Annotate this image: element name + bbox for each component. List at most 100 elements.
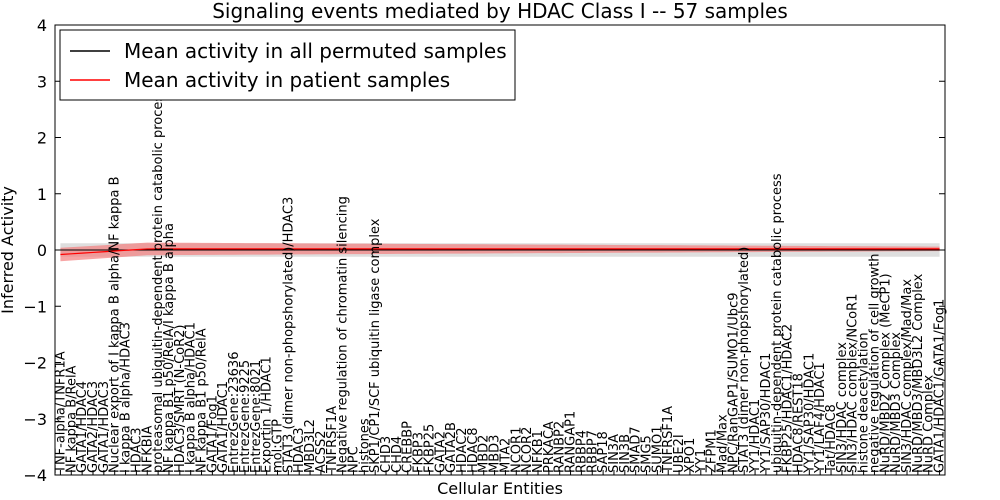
x-tick-label: FKBP25 xyxy=(422,424,437,473)
x-tick-label: SKP1/CP1/SCF ubiquitin ligase complex xyxy=(368,218,383,473)
x-tick-label: RBBP7 xyxy=(585,430,600,473)
x-tick-label: proteasomal ubiquitin-dependent protein … xyxy=(151,88,166,473)
y-tick-label: −1 xyxy=(23,297,47,316)
x-tick-label: FKBP25/HDAC1/HDAC2 xyxy=(781,324,796,473)
x-tick-label: ACSS2 xyxy=(314,430,329,473)
x-tick-label: CREBBP xyxy=(401,421,416,473)
x-tick-label: NuRD/MBD2 Complex (MeCP1) xyxy=(878,273,893,473)
x-tick-label: SIN3/HDAC complex xyxy=(835,342,850,473)
x-tick-label: GATA2/HDAC3 xyxy=(86,381,101,473)
x-tick-label: PRKACA xyxy=(542,421,557,473)
legend-box xyxy=(59,29,516,101)
x-tick-label: GATA1/HDAC1/GATA1/Fog1 xyxy=(933,299,948,473)
x-tick-label: STAT3 (dimer non-phopshorylated) xyxy=(737,247,752,473)
x-tick-label: histones xyxy=(357,418,372,473)
x-tick-label: NF kappa B/RelA xyxy=(64,365,79,473)
x-tick-label: SIN3A xyxy=(607,434,622,473)
x-tick-label: NuRD/MBD3/MBD3L2 Complex xyxy=(911,273,926,473)
x-axis-title: Cellular Entities xyxy=(437,479,563,498)
x-tick-label: NuRD/MBD3 Complex xyxy=(889,332,904,473)
x-tick-label: Nuclear export of I kappa B alpha/NF kap… xyxy=(108,177,123,474)
x-tick-label: GATA2 xyxy=(433,431,448,473)
x-tick-label: GATA1/HDAC1 xyxy=(216,381,231,473)
y-axis-title: Inferred Activity xyxy=(0,186,17,314)
y-tick-label: −4 xyxy=(23,466,47,485)
x-tick-label: SIN3/HDAC complex/Mad/Max xyxy=(900,279,915,473)
x-tick-label: XPO1 xyxy=(683,438,698,473)
x-tick-label: NFKB1 xyxy=(531,430,546,473)
x-tick-label: I kappa B alpha/HDAC1 xyxy=(184,322,199,473)
x-tick-label: Mad/Max xyxy=(716,414,731,473)
x-tick-label: EntrezGene:23636 xyxy=(227,352,242,473)
x-tick-label: SUMO1 xyxy=(650,426,665,474)
x-tick-label: GATA1/HDAC3 xyxy=(97,381,112,473)
x-tick-label: GATA1/HDAC4 xyxy=(75,381,90,473)
x-tick-label: TNFRSF1A xyxy=(325,406,340,474)
x-tick-label: CHD4 xyxy=(390,436,405,473)
band-patient xyxy=(60,242,940,262)
x-tick-label: MBD2 xyxy=(477,435,492,473)
x-tick-label: EntrezGene:9225 xyxy=(238,360,253,473)
x-tick-label: UBE2I xyxy=(672,434,687,473)
x-tick-label: NF kappa B1 p50/RelA/I kappa B alpha xyxy=(162,223,177,473)
y-tick-label: 4 xyxy=(37,16,47,35)
legend-label-permuted: Mean activity in all permuted samples xyxy=(124,39,507,63)
x-tick-label: FKBP3 xyxy=(412,432,427,473)
x-tick-label: histone deacetylation xyxy=(857,332,872,473)
y-tick-label: 2 xyxy=(37,129,47,148)
x-tick-label: RANBP2 xyxy=(553,421,568,473)
y-tick-label: 3 xyxy=(37,72,47,91)
x-tick-label: ubiquitin-dependent protein catabolic pr… xyxy=(770,173,785,473)
x-tick-label: YY1/SAP30/HDAC1 xyxy=(759,353,774,474)
x-tick-label: NPC xyxy=(346,446,361,473)
x-tick-label: HDAC8/REST18 xyxy=(791,373,806,473)
x-tick-label: MBD3L2 xyxy=(303,419,318,473)
x-tick-label: GATA1/Fog1 xyxy=(205,395,220,473)
x-tick-label: NFKBIA xyxy=(140,426,155,473)
series-lines xyxy=(60,248,940,256)
confidence-bands xyxy=(60,242,940,262)
legend-label-patient: Mean activity in patient samples xyxy=(124,68,450,92)
x-tick-label: YY1/LAF4/HDAC1 xyxy=(813,362,828,474)
x-tick-label: YY1/HDAC1 xyxy=(748,399,763,474)
x-tick-label: YY1/SAP30/HDAC1 xyxy=(802,353,817,474)
x-tick-label: I kappa B alpha/HDAC3 xyxy=(119,322,134,473)
x-tick-label: NuRD Complex xyxy=(922,375,937,473)
y-tick-label: 1 xyxy=(37,185,47,204)
x-tick-label: HDAC2 xyxy=(455,427,470,473)
x-tick-label: MBD3 xyxy=(488,435,503,473)
y-tick-label: 0 xyxy=(37,241,47,260)
x-tick-label: SIN3/HDAC complex/NCoR1 xyxy=(846,294,861,473)
x-tick-label: ZFPM1 xyxy=(705,429,720,473)
x-tick-label: NF kappa B1 p50/RelA xyxy=(195,328,210,473)
x-tick-label: RANGAP1 xyxy=(564,411,579,473)
x-tick-label: HDAC3 xyxy=(292,427,307,473)
x-tick-label: mol:GTP xyxy=(271,419,286,473)
x-tick-label: NCOR1 xyxy=(509,427,524,473)
legend: Mean activity in all permuted samples Me… xyxy=(59,29,516,101)
x-tick-label: NCOR2 xyxy=(520,427,535,473)
line-patient xyxy=(60,248,940,256)
y-tick-label: −2 xyxy=(23,354,47,373)
chart-title: Signaling events mediated by HDAC Class … xyxy=(212,0,788,23)
x-tick-label: Negative regulation of chromatin silenci… xyxy=(336,196,351,473)
x-tick-label: TNFRSF1A xyxy=(661,406,676,474)
x-tick-label: Exportin 1/HDAC1 xyxy=(260,356,275,473)
x-tick-label: NPC/RanGAP1/SUMO1/Ubc9 xyxy=(726,293,741,473)
x-tick-label: YY1 xyxy=(694,449,709,474)
x-tick-label: SAP18 xyxy=(596,431,611,473)
x-tick-label: TNF-alpha/TNFR1A xyxy=(53,351,68,474)
x-tick-label: HDAC3 xyxy=(129,427,144,473)
x-tick-label: CHD3 xyxy=(379,436,394,473)
x-tick-label: SMG5 xyxy=(640,435,655,473)
x-tick-label: negative regulation of cell growth xyxy=(867,253,882,473)
x-tick-label: EntrezGene:8021 xyxy=(249,360,264,473)
x-tick-label: SIN3B xyxy=(618,434,633,473)
x-tick-label: RBBP4 xyxy=(574,430,589,473)
x-tick-label: HDAC8 xyxy=(466,427,481,473)
x-tick-label: HDAC3/SMRT (N-CoR2) xyxy=(173,325,188,473)
x-tick-label: STAT3 (dimer non-phopshorylated)/HDAC3 xyxy=(281,197,296,473)
